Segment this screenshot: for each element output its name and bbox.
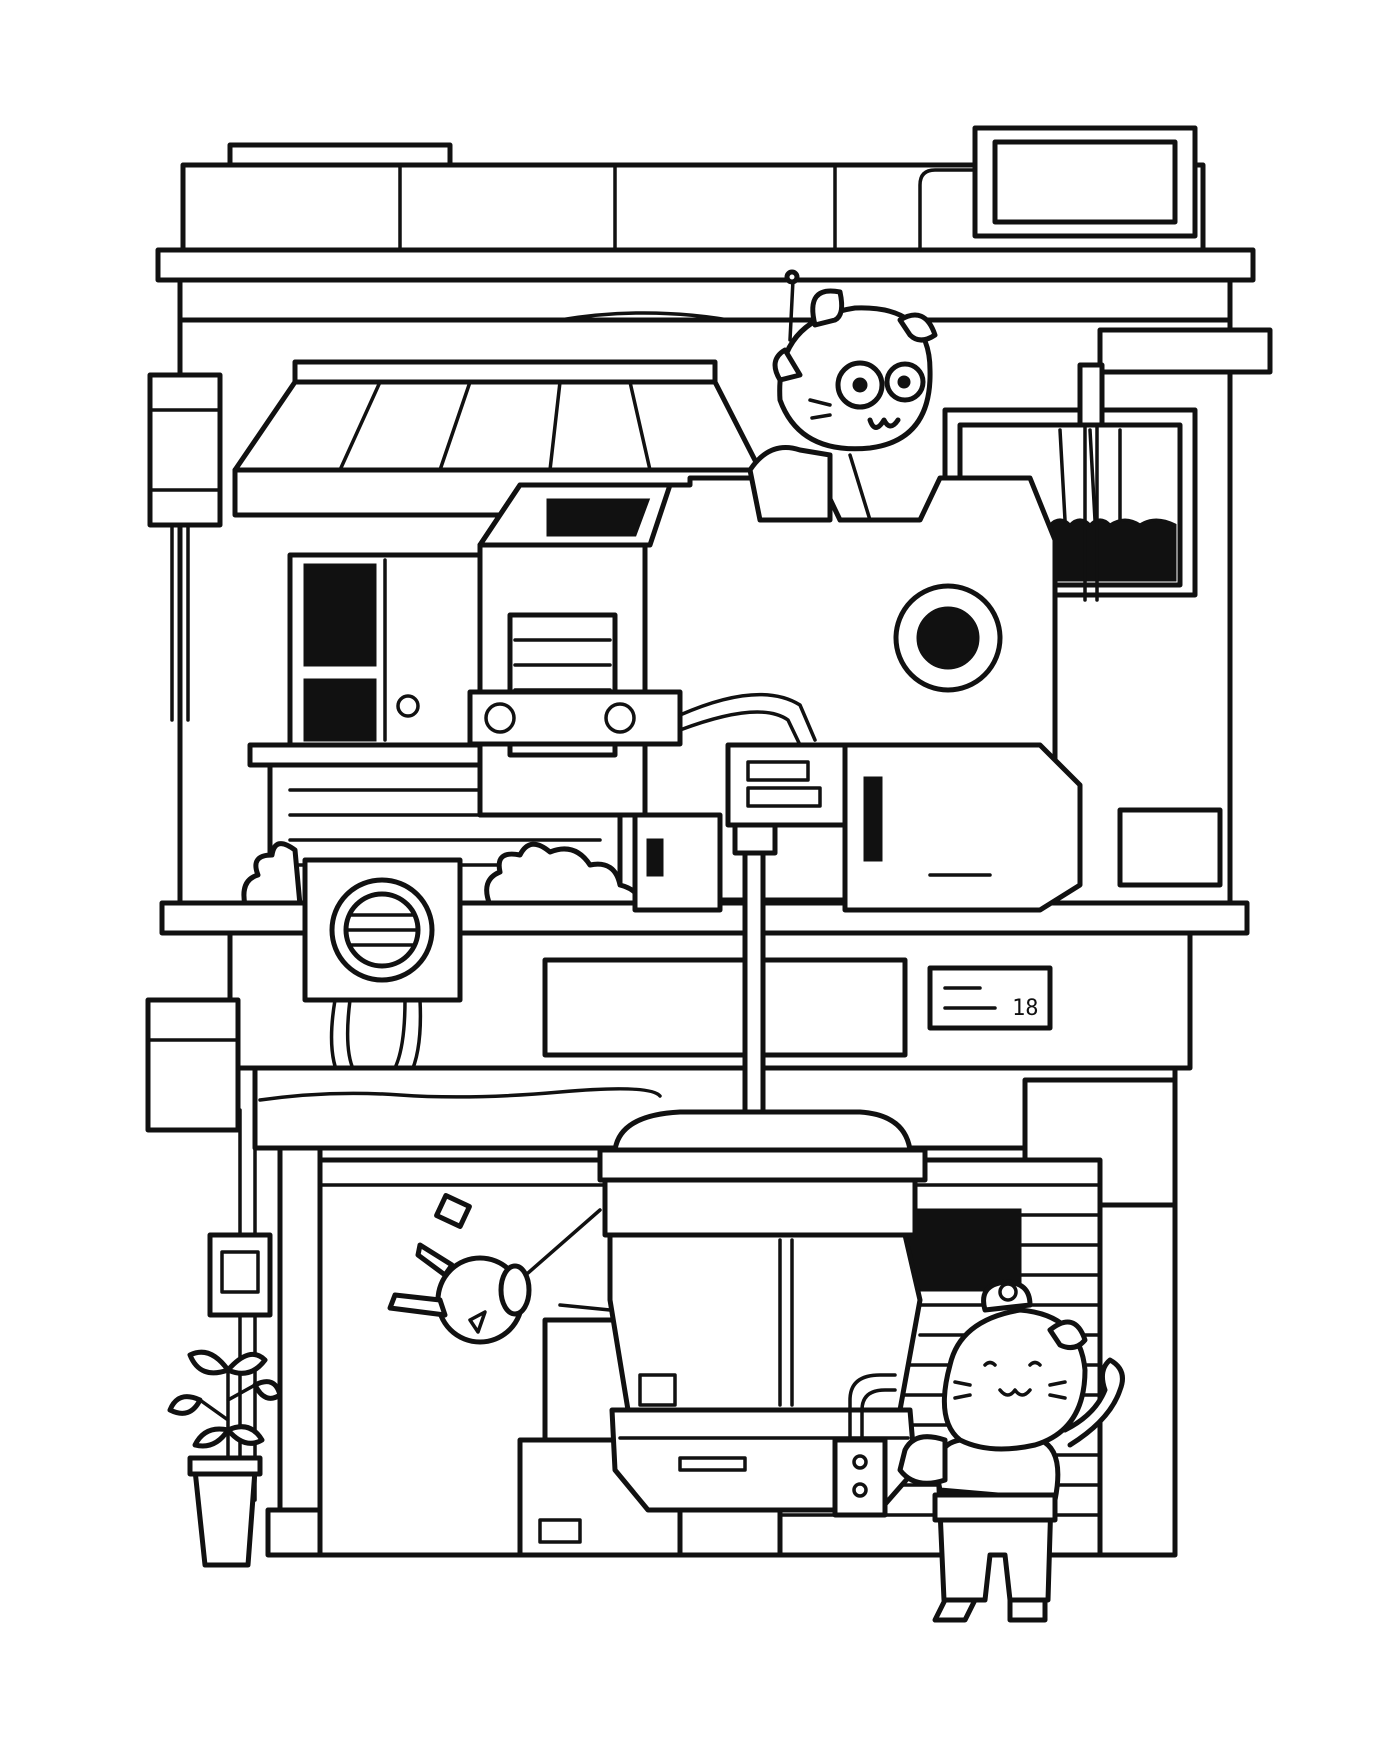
address-sign: 18 (927, 965, 1053, 1031)
ac-fan-unit (302, 857, 463, 1102)
address-number: 18 (1012, 996, 1039, 1021)
rooftop (155, 125, 1256, 330)
shrub-right (484, 841, 643, 908)
shrub-left (241, 841, 303, 908)
cat-with-bun-icon (897, 1279, 1125, 1623)
flying-robot-icon (387, 1193, 612, 1345)
potted-plant-icon (167, 1349, 283, 1568)
cat-with-glasses-icon (747, 269, 938, 523)
rooftop-ac-unit (918, 125, 1198, 252)
central-machine (467, 475, 1083, 1171)
electric-box (147, 372, 223, 722)
tank (597, 1109, 928, 1518)
